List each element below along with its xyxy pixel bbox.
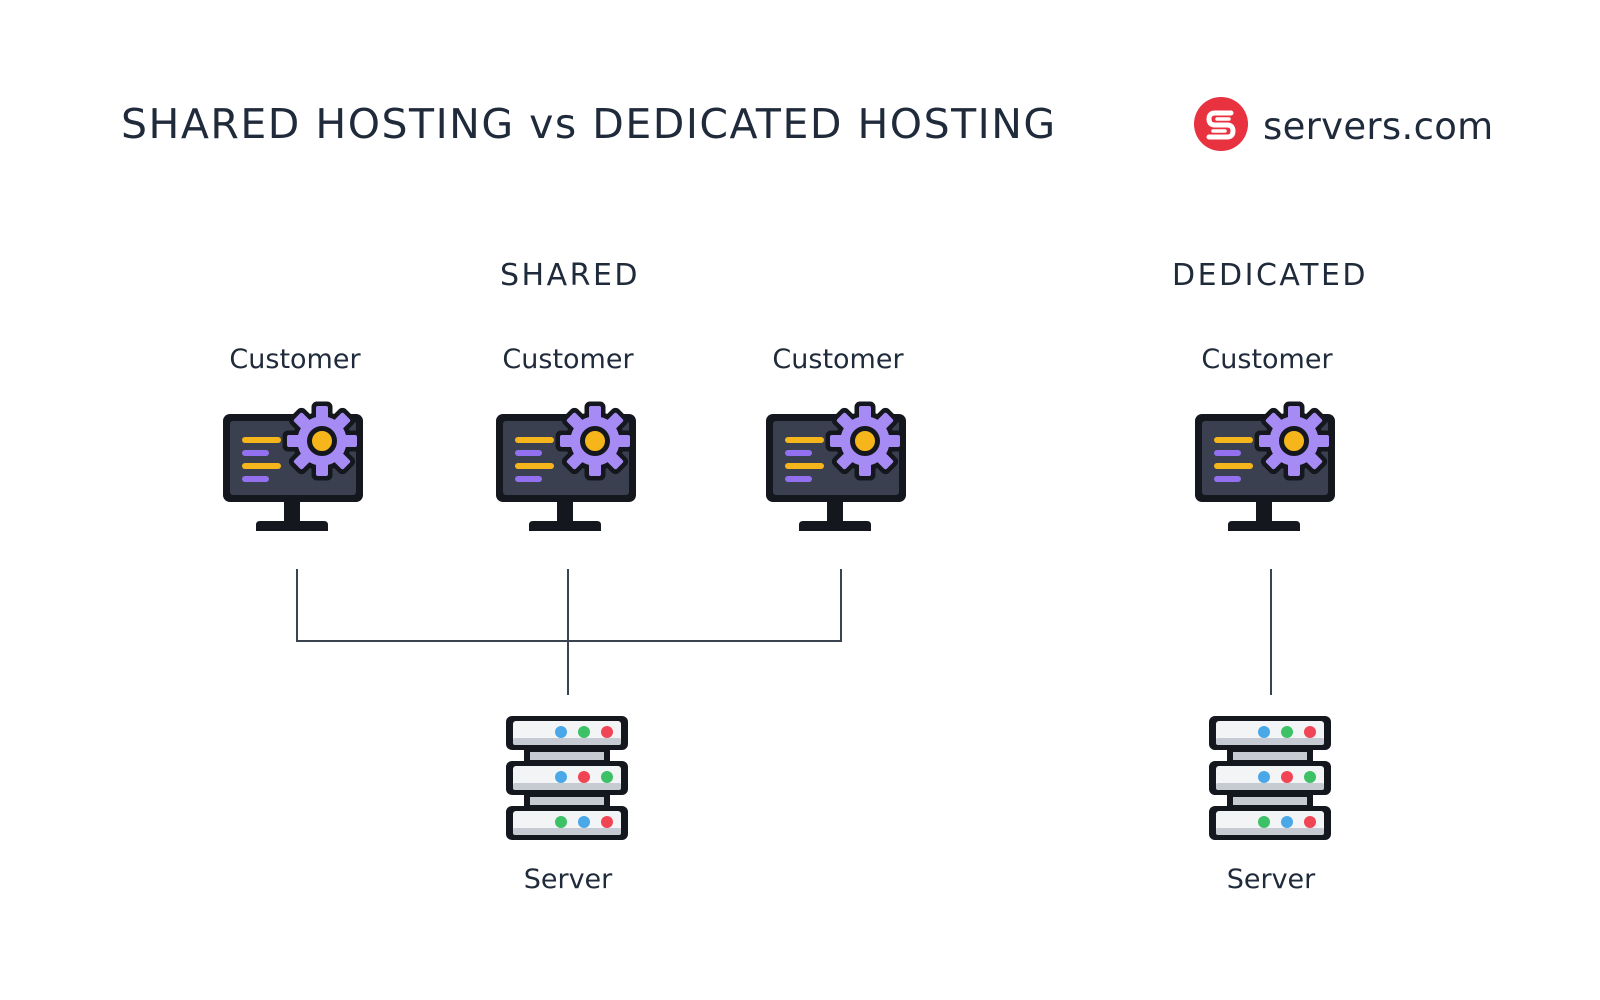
- server-rack-icon: [1209, 716, 1331, 840]
- server-rack-icon: [506, 716, 628, 840]
- shared-customer-2-label: Customer: [502, 344, 634, 375]
- dedicated-server-label: Server: [1226, 864, 1316, 895]
- monitor-gear-icon: [1194, 401, 1338, 535]
- connector-line: [840, 569, 842, 641]
- connector-line: [296, 569, 298, 641]
- connector-line: [1270, 569, 1272, 695]
- monitor-gear-icon: [222, 401, 366, 535]
- brand[interactable]: servers.com: [1193, 96, 1494, 156]
- diagram-title: SHARED HOSTING vs DEDICATED HOSTING: [121, 100, 1057, 148]
- shared-customer-1-label: Customer: [229, 344, 361, 375]
- connector-line: [296, 640, 842, 642]
- shared-customer-3-label: Customer: [772, 344, 904, 375]
- brand-name: servers.com: [1263, 104, 1494, 148]
- monitor-gear-icon: [765, 401, 909, 535]
- dedicated-heading: DEDICATED: [1171, 258, 1369, 293]
- dedicated-customer-label: Customer: [1201, 344, 1333, 375]
- monitor-gear-icon: [495, 401, 639, 535]
- shared-heading: SHARED: [499, 258, 641, 293]
- servers-logo-icon: [1193, 96, 1249, 156]
- connector-line: [567, 569, 569, 695]
- shared-server-label: Server: [523, 864, 613, 895]
